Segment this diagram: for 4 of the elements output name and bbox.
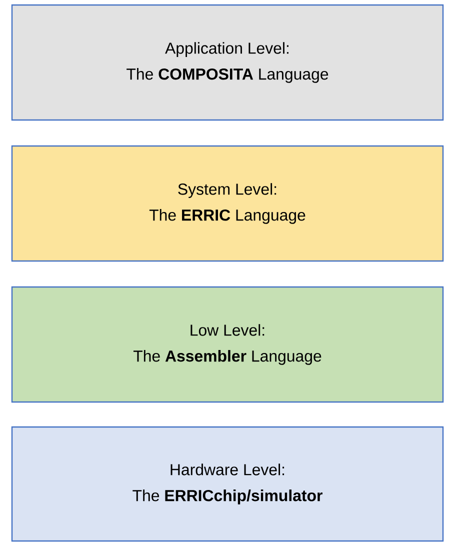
level-box: Hardware Level: The ERRICchip/simulator	[11, 426, 444, 542]
level-box: Application Level: The COMPOSITA Language	[11, 4, 444, 121]
level-box: System Level: The ERRIC Language	[11, 145, 444, 262]
level-box: Low Level: The Assembler Language	[11, 286, 444, 403]
